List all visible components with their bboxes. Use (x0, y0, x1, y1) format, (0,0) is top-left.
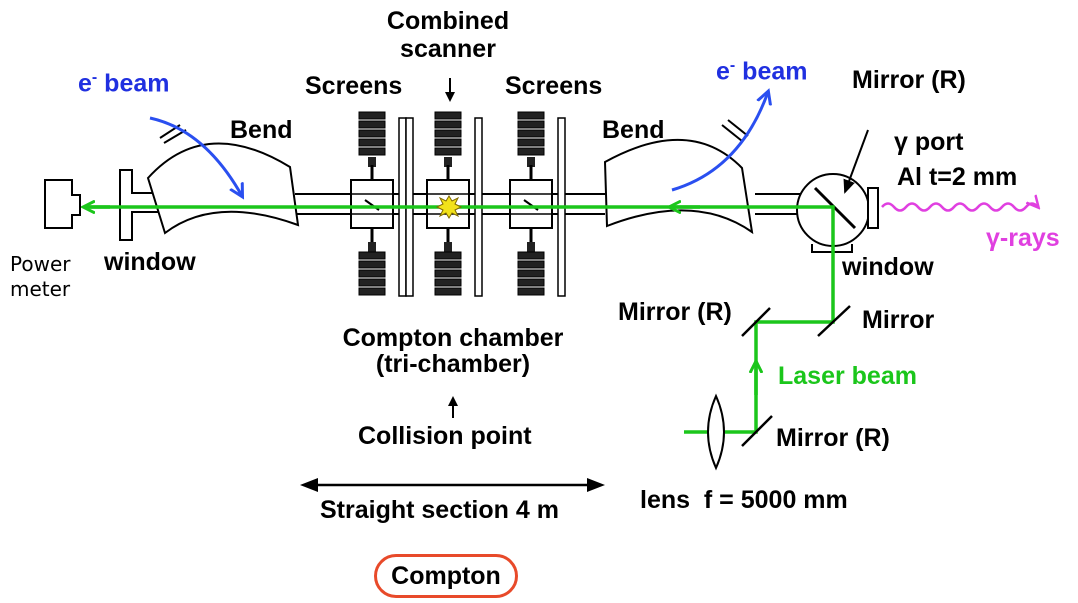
gamma-rays-label: γ-rays (986, 224, 1060, 252)
laser-mirrors (741, 305, 851, 447)
mirror-mid-label: Mirror (862, 306, 935, 334)
mirror-r-pointer (843, 129, 869, 194)
lens-icon (707, 393, 725, 471)
screens-left-label: Screens (305, 72, 403, 100)
mirror-mid-element (817, 305, 851, 337)
beam-pipe (295, 193, 800, 215)
window-right-label: window (842, 253, 934, 281)
mirror-r-mid-label: Mirror (R) (618, 298, 732, 326)
screen-left-assembly (350, 111, 407, 297)
al-thickness-label: Al t=2 mm (897, 163, 1018, 191)
asm2-bottom-actuator (434, 242, 462, 296)
compton-badge: Compton (374, 554, 518, 598)
lens-label: lens f = 5000 mm (640, 486, 848, 514)
right-bend-magnet (603, 119, 754, 235)
gamma-port-label: γ port (894, 128, 964, 156)
screen-right-assembly (509, 111, 566, 297)
laser-path (85, 205, 835, 434)
mirror-r-low-label: Mirror (R) (776, 424, 890, 452)
ebeam-left-label: e- beam (78, 69, 170, 98)
window-left-label: window (104, 248, 196, 276)
compton-chamber-label: Compton chamber (tri-chamber) (342, 324, 564, 379)
collision-spark-icon (435, 195, 463, 219)
electron-beam-out-arrow (671, 92, 768, 192)
electron-beam-in-arrow (149, 116, 242, 196)
bend-left-label: Bend (230, 116, 293, 144)
straight-section-label: Straight section 4 m (320, 496, 559, 524)
asm3-bottom-actuator (517, 242, 545, 296)
ebeam-right-label: e- beam (716, 57, 808, 86)
laser-beam-label: Laser beam (778, 362, 917, 390)
gamma-rays-wave (881, 204, 1038, 212)
asm1-top-actuator (358, 111, 386, 167)
asm2-top-actuator (434, 111, 462, 167)
mirror-chamber (796, 173, 879, 253)
asm3-top-actuator (517, 111, 545, 167)
mirror-r-low-element (741, 415, 773, 447)
screens-right-label: Screens (505, 72, 603, 100)
combined-scanner-label: Combined scanner (386, 7, 510, 63)
mirror-r-top-label: Mirror (R) (852, 66, 966, 94)
bend-right-label: Bend (602, 116, 665, 144)
collision-point-label: Collision point (358, 422, 532, 450)
power-meter-icon (44, 179, 81, 229)
power-meter-label: Power meter (10, 252, 71, 301)
mirror-r-mid-element (741, 307, 771, 337)
asm1-bottom-actuator (358, 242, 386, 296)
straight-section-arrow (300, 478, 605, 492)
